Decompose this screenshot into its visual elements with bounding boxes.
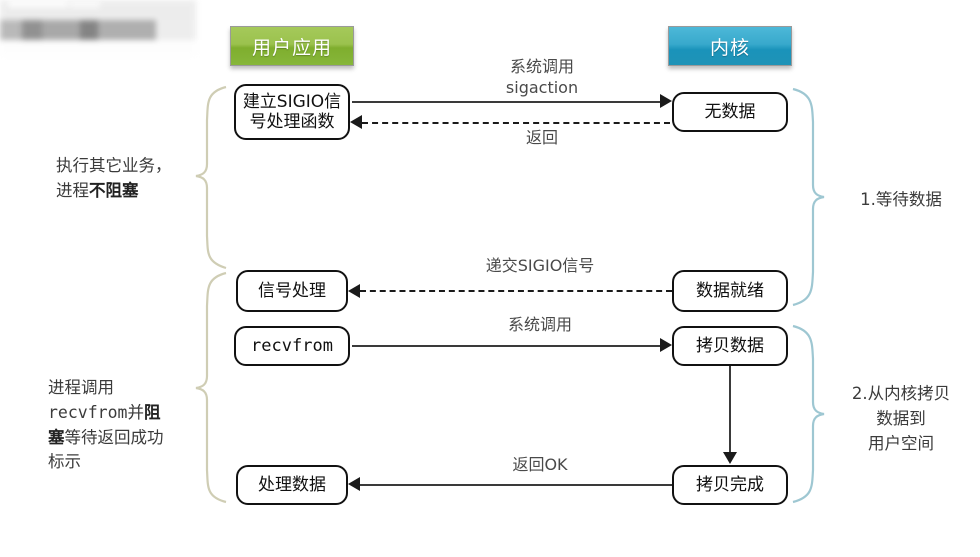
- blurred-watermark: [0, 0, 196, 56]
- edge-label-return: 返回: [525, 128, 558, 147]
- annotation-blocking-line2-mono: recvfrom: [48, 402, 128, 422]
- node-data-ready: 数据就绪: [672, 270, 788, 312]
- node-setup-sigio-handler: 建立SIGIO信 号处理函数: [234, 84, 350, 140]
- edge-syscall-arrowhead: [660, 338, 672, 352]
- annotation-blocking-line3-normal: 等待返回成功: [64, 427, 164, 447]
- node-no-data: 无数据: [672, 92, 788, 132]
- node-setup-sigio-handler-line1: 建立SIGIO信: [242, 91, 342, 112]
- edge-label-syscall-sigaction: 系统调用 sigaction: [452, 57, 632, 99]
- node-signal-handling: 信号处理: [236, 270, 348, 312]
- edge-label-syscall: 系统调用: [507, 315, 572, 334]
- node-signal-handling-label: 信号处理: [258, 280, 326, 301]
- node-copy-data-label: 拷贝数据: [696, 335, 764, 356]
- annotation-blocking-line4: 标示: [48, 452, 81, 472]
- annotation-step-1: 1.等待数据: [836, 188, 966, 213]
- annotation-step-2-line3: 用户空间: [868, 433, 934, 453]
- edge-label-syscall-sigaction-line1: 系统调用: [509, 57, 574, 76]
- edge-return-arrowhead: [350, 115, 362, 129]
- header-user-application: 用户应用: [230, 26, 354, 66]
- node-no-data-label: 无数据: [704, 101, 756, 122]
- annotation-step-2-line2: 数据到: [876, 408, 926, 428]
- annotation-blocking-recvfrom: 进程调用 recvfrom并阻 塞等待返回成功 标示: [48, 376, 208, 475]
- annotation-step-2: 2.从内核拷贝 数据到 用户空间: [836, 382, 966, 456]
- header-user-application-label: 用户应用: [251, 36, 332, 59]
- node-recvfrom: recvfrom: [234, 326, 350, 366]
- edge-label-syscall-sigaction-line2: sigaction: [505, 77, 579, 97]
- edge-sigaction-arrowhead: [660, 94, 672, 108]
- edge-syscall-line: [352, 345, 662, 347]
- edge-label-deliver-sigio: 递交SIGIO信号: [485, 256, 595, 275]
- edge-return-line: [362, 122, 670, 124]
- node-data-ready-label: 数据就绪: [696, 280, 764, 301]
- annotation-blocking-line2-normal: 并: [127, 402, 144, 422]
- node-recvfrom-label: recvfrom: [251, 335, 333, 356]
- annotation-non-blocking-line2-normal: 进程: [56, 180, 89, 200]
- edge-deliver-sigio-line: [360, 290, 672, 292]
- header-kernel-label: 内核: [709, 36, 750, 59]
- node-copy-data: 拷贝数据: [672, 326, 788, 366]
- right-brace-1: [792, 87, 825, 307]
- node-process-data-label: 处理数据: [258, 474, 326, 495]
- annotation-blocking-line2-bold: 阻: [143, 402, 161, 422]
- edge-sigaction-line: [352, 101, 662, 103]
- annotation-step-2-line1: 2.从内核拷贝: [851, 384, 951, 403]
- annotation-blocking-line1: 进程调用: [48, 378, 114, 397]
- header-kernel: 内核: [668, 26, 792, 66]
- node-setup-sigio-handler-line2: 号处理函数: [249, 112, 335, 132]
- annotation-blocking-line3: 塞等待返回成功: [48, 426, 208, 451]
- edge-copy-progress-arrowhead: [723, 452, 737, 464]
- edge-label-return-ok: 返回OK: [512, 455, 568, 474]
- annotation-step-1-label: 1.等待数据: [860, 190, 942, 209]
- node-process-data: 处理数据: [236, 465, 348, 505]
- annotation-non-blocking-line2-bold: 不阻塞: [89, 180, 139, 200]
- edge-return-ok-line: [360, 484, 672, 486]
- annotation-blocking-line2: recvfrom并阻: [48, 401, 208, 426]
- annotation-blocking-line3-bold: 塞: [48, 427, 65, 447]
- annotation-non-blocking-line2: 进程不阻塞: [56, 179, 206, 204]
- right-brace-2: [792, 324, 825, 504]
- edge-deliver-sigio-arrowhead: [348, 284, 360, 298]
- edge-return-ok-arrowhead: [348, 477, 360, 491]
- edge-copy-progress-line: [729, 366, 731, 458]
- node-copy-done: 拷贝完成: [672, 465, 788, 505]
- annotation-non-blocking: 执行其它业务， 进程不阻塞: [56, 154, 206, 204]
- annotation-non-blocking-line1: 执行其它业务，: [56, 156, 172, 175]
- node-copy-done-label: 拷贝完成: [696, 474, 764, 495]
